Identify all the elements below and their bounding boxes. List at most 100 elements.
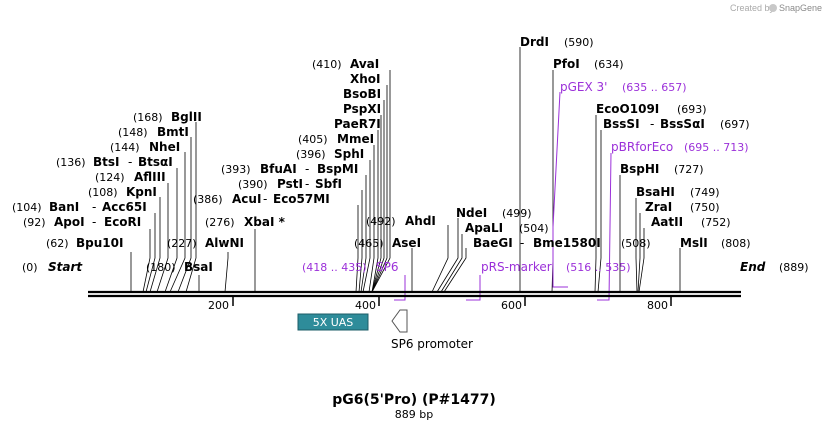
enzyme-label[interactable]: XhoI	[350, 72, 381, 86]
enzyme-pos: (227)	[167, 237, 197, 250]
enzyme-label[interactable]: BssSαI	[660, 117, 705, 131]
enzyme-label[interactable]: Bme1580I	[533, 236, 601, 250]
enzyme-label[interactable]: PspXI	[343, 102, 381, 116]
primer-line-prs-marker	[466, 275, 481, 301]
scale-ticks: 200 400 600 800	[208, 296, 672, 312]
enzyme-label[interactable]: PfoI	[553, 57, 580, 71]
enzyme-pos: (144)	[110, 141, 140, 154]
enzyme-label[interactable]: ApoI	[54, 215, 85, 229]
leader-psti	[358, 190, 363, 293]
enzyme-label[interactable]: MmeI	[337, 132, 374, 146]
leader-bglii	[185, 122, 197, 293]
enzyme-label[interactable]: BsoBI	[343, 87, 381, 101]
leader-ecoo109i	[594, 115, 597, 293]
primer-labels: (418 .. 435) SP6 pRS-marker (516 .. 535)…	[302, 80, 749, 274]
leader-acui	[355, 205, 359, 293]
feature-5x-uas[interactable]	[297, 313, 369, 331]
enzyme-label[interactable]: BsaHI	[636, 185, 675, 199]
primer-label[interactable]: SP6	[376, 260, 399, 274]
snapgene-logo-icon	[769, 4, 777, 12]
enzyme-label[interactable]: AvaI	[350, 57, 379, 71]
enzyme-label[interactable]: BglII	[171, 110, 202, 124]
enzyme-label[interactable]: AlwNI	[205, 236, 244, 250]
enzyme-label[interactable]: ZraI	[645, 200, 672, 214]
enzyme-label[interactable]: AcuI	[232, 192, 261, 206]
enzyme-label[interactable]: SphI	[334, 147, 364, 161]
enzyme-label[interactable]: BspMI	[317, 162, 358, 176]
primer-label[interactable]: pBRforEco	[611, 140, 673, 154]
primer-line-pbrforeco	[597, 152, 612, 301]
scale-tick-label: 200	[208, 299, 229, 312]
enzyme-label[interactable]: AseI	[392, 236, 421, 250]
map-length: 889 bp	[395, 408, 433, 421]
primer-span: (418 .. 435)	[302, 261, 367, 274]
leader-ndei	[436, 218, 459, 293]
enzyme-label[interactable]: Bpu10I	[76, 236, 123, 250]
sp6-promoter-arrow-icon[interactable]	[391, 309, 408, 333]
enzyme-label[interactable]: Acc65I	[102, 200, 147, 214]
enzyme-label[interactable]: Eco57MI	[273, 192, 330, 206]
enzyme-label[interactable]: DrdI	[520, 35, 549, 49]
enzyme-pos: (62)	[46, 237, 69, 250]
enzyme-pos: (752)	[701, 216, 731, 229]
primer-span: (695 .. 713)	[684, 141, 749, 154]
enzyme-separator: -	[92, 215, 96, 229]
leader-xhoi	[371, 85, 388, 293]
leader-avai	[371, 70, 391, 293]
enzyme-label[interactable]: PaeR7I	[334, 117, 381, 131]
enzyme-pos: (808)	[721, 237, 751, 250]
leader-baegi	[443, 248, 467, 293]
leader-kpni	[149, 197, 161, 293]
enzyme-separator: -	[263, 192, 267, 206]
enzyme-pos: (465)	[354, 237, 384, 250]
enzyme-label[interactable]: MslI	[680, 236, 708, 250]
leader-aatii	[638, 228, 645, 293]
enzyme-label[interactable]: EcoO109I	[596, 102, 659, 116]
leader-btsi	[164, 168, 178, 293]
enzyme-label[interactable]: EcoRI	[104, 215, 141, 229]
primer-span: (635 .. 657)	[622, 81, 687, 94]
enzyme-separator: -	[92, 200, 96, 214]
leader-bmti	[177, 137, 192, 293]
enzyme-label[interactable]: XbaI *	[244, 215, 286, 229]
enzyme-label[interactable]: ApaLI	[465, 221, 503, 235]
enzyme-label[interactable]: BmtI	[157, 125, 189, 139]
enzyme-label[interactable]: PstI	[277, 177, 303, 191]
primer-label[interactable]: pRS-marker	[481, 260, 552, 274]
enzyme-label[interactable]: BtsαI	[138, 155, 173, 169]
enzyme-label[interactable]: AflIII	[134, 170, 166, 184]
start-position: (0)	[22, 261, 38, 274]
enzyme-pos: (727)	[674, 163, 704, 176]
primer-label[interactable]: pGEX 3'	[560, 80, 607, 94]
start-label: Start	[48, 260, 83, 274]
enzyme-separator: -	[520, 236, 524, 250]
enzyme-label[interactable]: NheI	[149, 140, 180, 154]
leader-paer7i	[371, 130, 379, 293]
feature-label-5x-uas: 5X UAS	[313, 316, 354, 329]
enzyme-pos: (168)	[133, 111, 163, 124]
enzyme-label[interactable]: BspHI	[620, 162, 659, 176]
enzyme-pos: (386)	[193, 193, 223, 206]
primer-line-pgex3	[552, 91, 568, 288]
enzyme-label[interactable]: BtsI	[93, 155, 120, 169]
enzyme-label[interactable]: BaeGI	[473, 236, 513, 250]
leader-bani	[145, 213, 156, 293]
enzyme-label[interactable]: NdeI	[456, 206, 487, 220]
leader-bsobi	[371, 100, 385, 293]
enzyme-pos: (697)	[720, 118, 750, 131]
scale-tick-label: 800	[647, 299, 668, 312]
credit-brand: SnapGene	[779, 3, 822, 13]
enzyme-label[interactable]: AatII	[651, 215, 683, 229]
end-label: End	[740, 260, 766, 274]
enzyme-pos: (393)	[221, 163, 251, 176]
enzyme-label[interactable]: BfuAI	[260, 162, 297, 176]
enzyme-label[interactable]: KpnI	[126, 185, 157, 199]
enzyme-label[interactable]: BssSI	[603, 117, 640, 131]
enzyme-separator: -	[650, 117, 654, 131]
enzyme-label[interactable]: BsaI	[184, 260, 213, 274]
enzyme-label[interactable]: SbfI	[315, 177, 342, 191]
enzyme-label[interactable]: BanI	[49, 200, 79, 214]
enzyme-pos: (148)	[118, 126, 148, 139]
enzyme-label[interactable]: AhdI	[405, 214, 436, 228]
leader-aflIII	[156, 183, 169, 293]
